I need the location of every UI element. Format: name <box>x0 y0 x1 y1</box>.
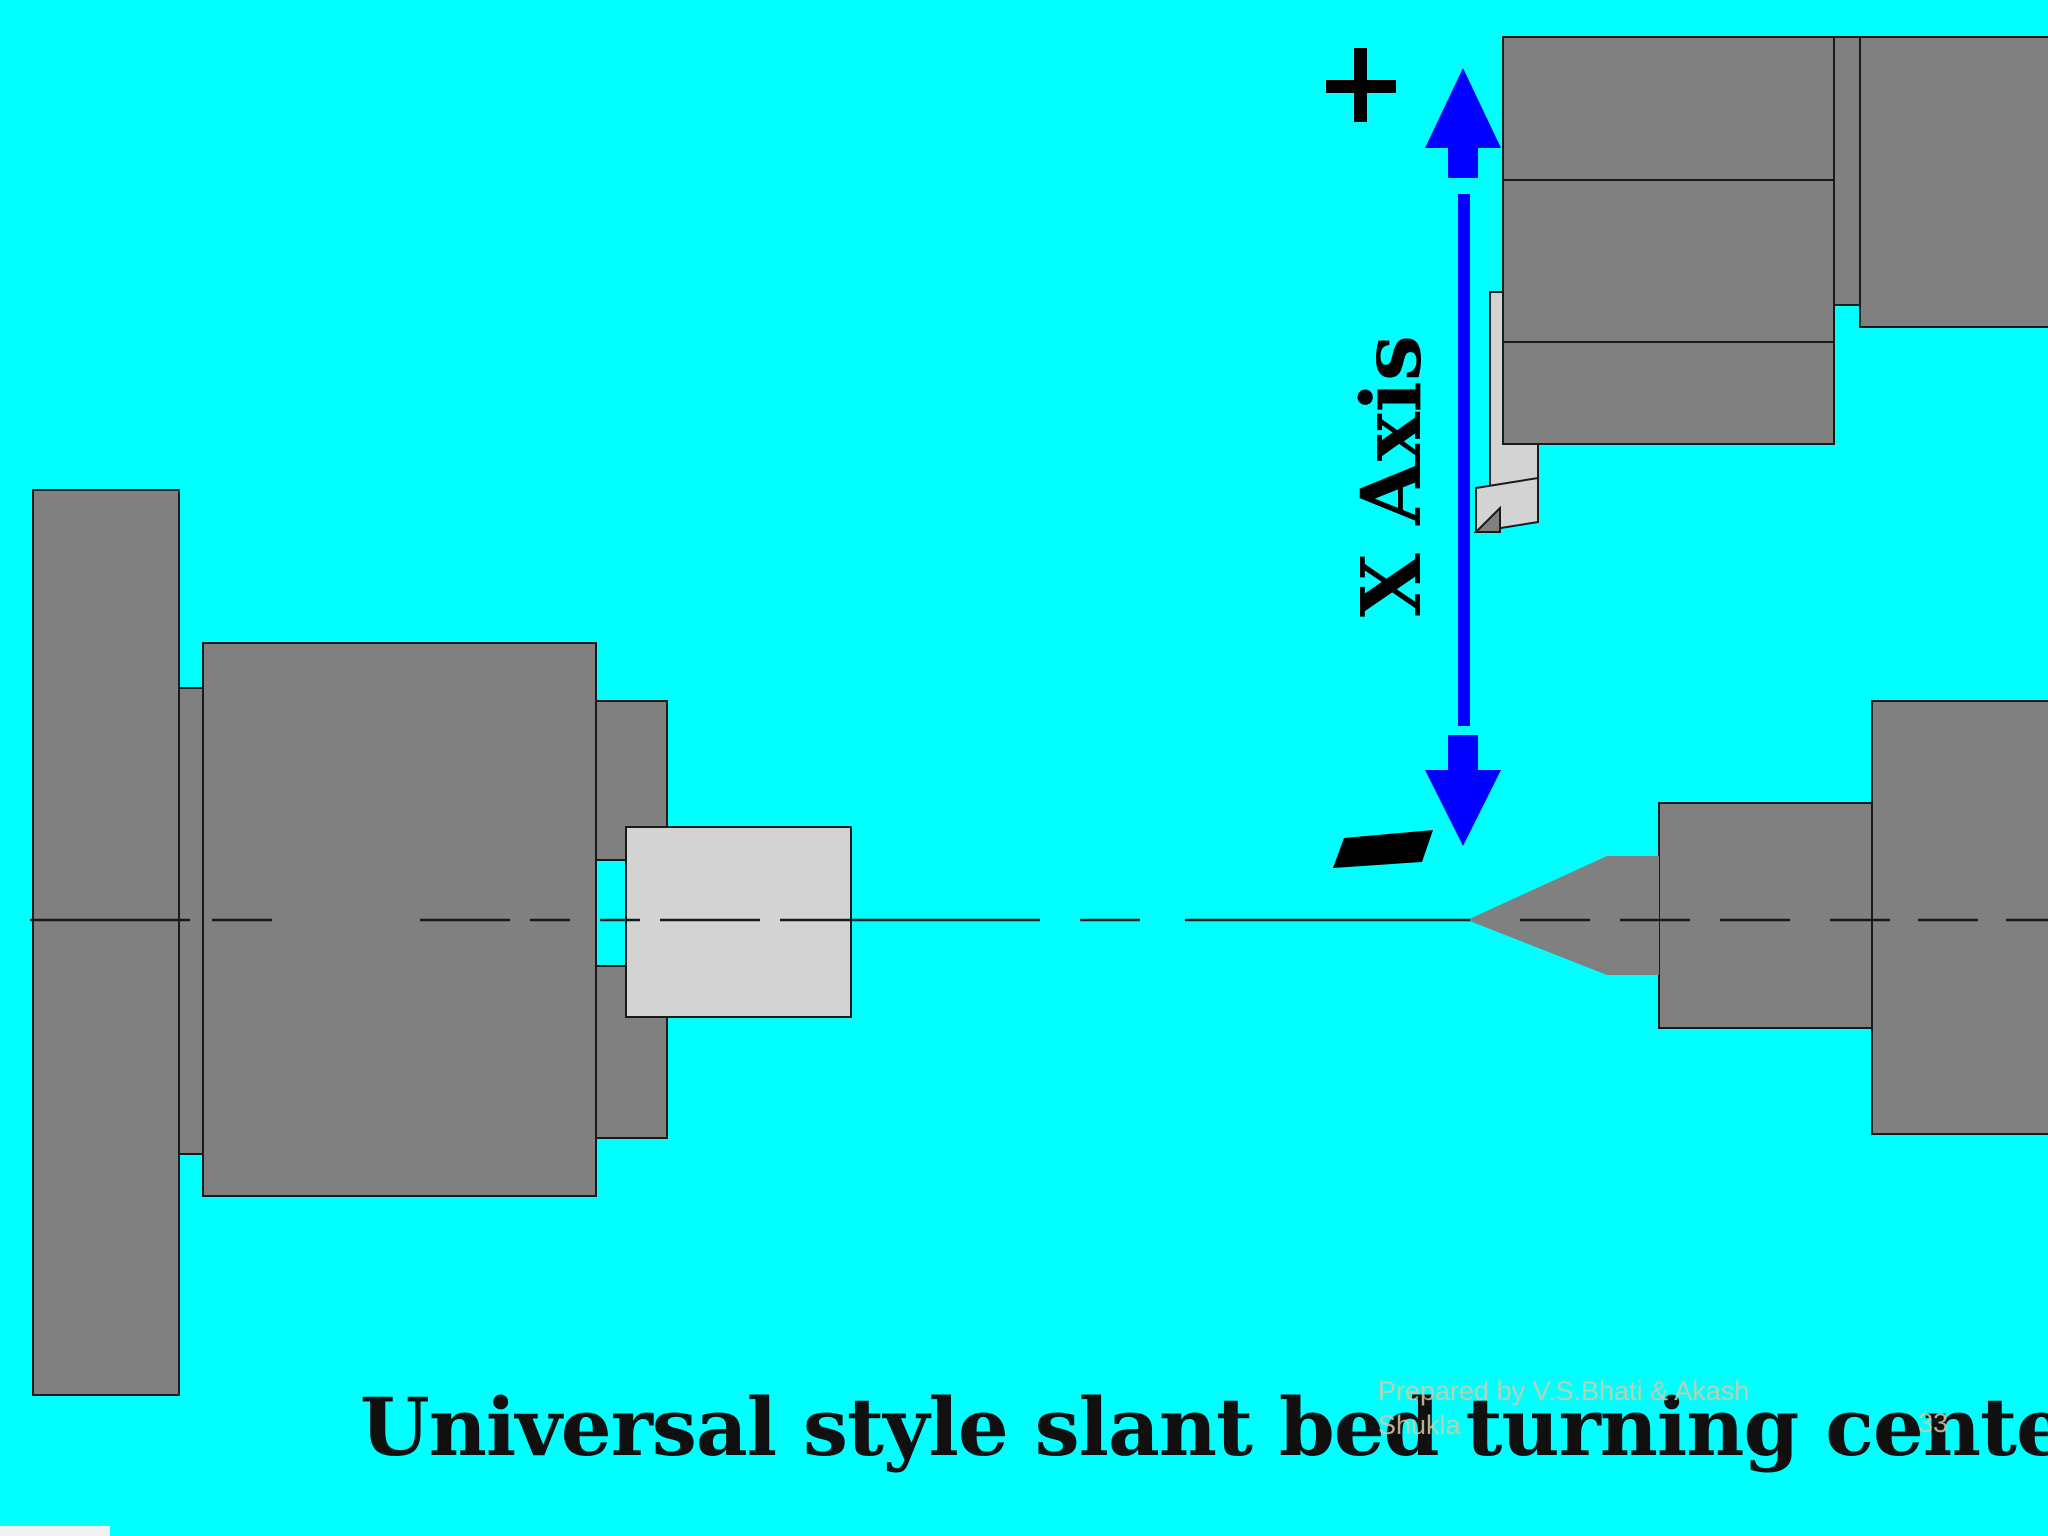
headstock-plate <box>32 489 180 1396</box>
tailstock <box>1467 700 2048 1135</box>
x-axis-arrow <box>1425 68 1501 846</box>
plus-sign-icon <box>1326 48 1396 122</box>
turret-slide-strip <box>1833 36 1861 306</box>
arrow-up-head <box>1425 68 1501 178</box>
x-axis-shaft <box>1458 194 1470 726</box>
x-axis-label: X Axis <box>1344 335 1440 617</box>
arrow-down-head <box>1425 735 1501 846</box>
headstock <box>32 489 852 1396</box>
slide-title: Universal style slant bed turning center <box>360 1380 2048 1474</box>
workpiece <box>625 826 852 1018</box>
insert-tip <box>1473 505 1501 533</box>
tailstock-center <box>1467 856 1659 975</box>
turret-block-middle <box>1502 179 1835 343</box>
page-number: 33 <box>1918 1408 1949 1438</box>
tailstock-body <box>1871 700 2048 1135</box>
footer-credit: Prepared by V.S.Bhati & Akash Shukla <box>1378 1376 1750 1440</box>
turret-block-bottom <box>1502 341 1835 445</box>
turret-rear-block <box>1859 36 2048 328</box>
corner-strip <box>0 1526 110 1536</box>
minus-sign-icon <box>1333 830 1433 868</box>
turret <box>1473 36 2048 534</box>
turret-block-top <box>1502 36 1835 181</box>
tailstock-quill <box>1658 802 1873 1029</box>
